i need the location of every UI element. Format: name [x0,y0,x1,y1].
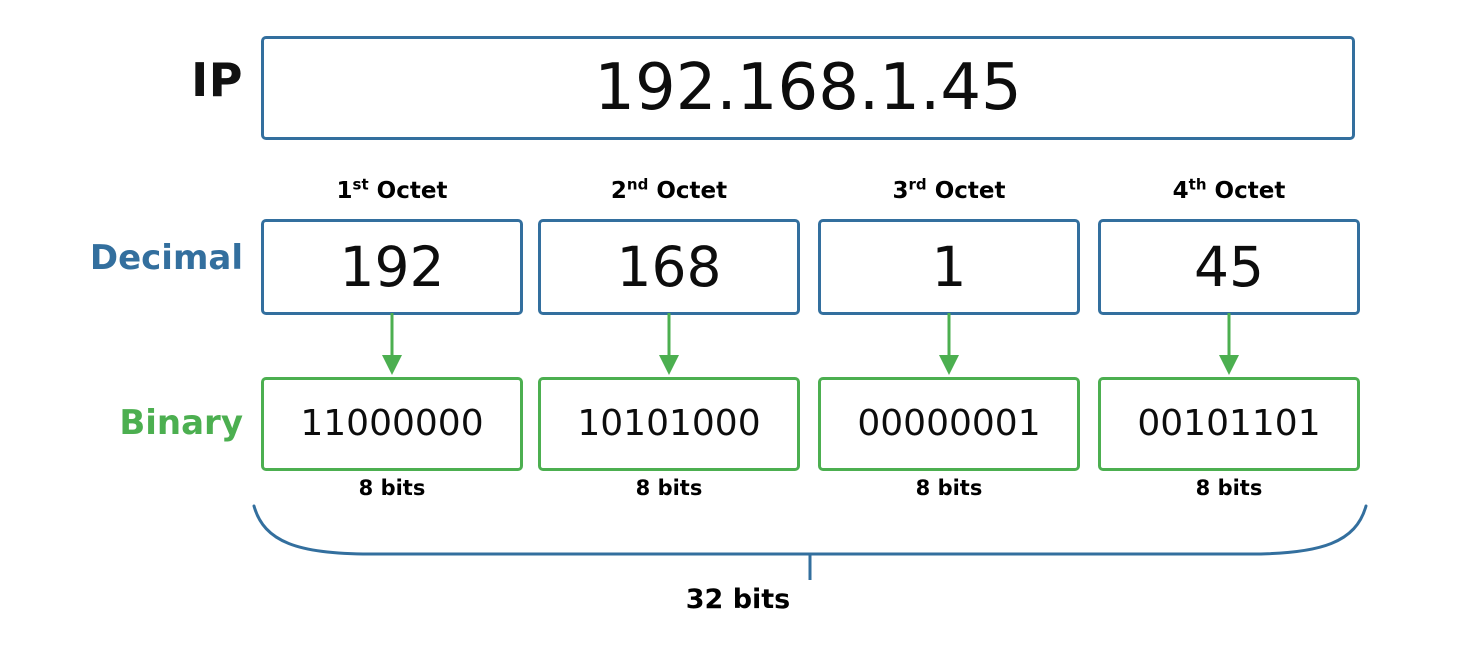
decimal-value-3: 1 [931,234,967,299]
binary-box-2: 10101000 [538,377,800,471]
bits-label-1: 8 bits [358,476,426,500]
octet-ordinal-suffix-1: st [352,175,369,194]
total-width-brace [252,504,1368,580]
decimal-box-2: 168 [538,219,800,315]
octet-ordinal-suffix-3: rd [908,175,927,194]
down-arrow-icon-3 [939,313,959,375]
octet-title-3: 3rd Octet [818,177,1080,204]
ip-row-label: IP [191,53,243,107]
octet-ordinal-1: 1 [336,178,353,204]
binary-value-2: 10101000 [577,403,761,444]
binary-box-1: 11000000 [261,377,523,471]
binary-row-label: Binary [119,403,243,443]
binary-value-3: 00000001 [857,403,1041,444]
octet-title-1: 1st Octet [261,177,523,204]
total-bits-label: 32 bits [685,584,791,615]
ip-address-value: 192.168.1.45 [594,51,1022,125]
bits-label-2: 8 bits [635,476,703,500]
down-arrow-icon-4 [1219,313,1239,375]
binary-box-3: 00000001 [818,377,1080,471]
decimal-value-1: 192 [339,234,445,299]
octet-word-3: Octet [934,178,1006,204]
octet-ordinal-suffix-4: th [1188,175,1207,194]
octet-ordinal-3: 3 [892,178,909,204]
binary-value-1: 11000000 [300,403,484,444]
octet-column-4: 4th Octet 45 00101101 8 bits [1098,0,1360,662]
decimal-row-label: Decimal [89,238,243,278]
octet-ordinal-4: 4 [1172,178,1189,204]
decimal-value-2: 168 [616,234,722,299]
binary-box-4: 00101101 [1098,377,1360,471]
decimal-box-1: 192 [261,219,523,315]
octet-column-2: 2nd Octet 168 10101000 8 bits [538,0,800,662]
octet-word-4: Octet [1214,178,1286,204]
decimal-box-4: 45 [1098,219,1360,315]
decimal-box-3: 1 [818,219,1080,315]
ip-address-box: 192.168.1.45 [261,36,1355,140]
octet-ordinal-suffix-2: nd [626,175,649,194]
octet-title-2: 2nd Octet [538,177,800,204]
binary-value-4: 00101101 [1137,403,1321,444]
bits-label-4: 8 bits [1195,476,1263,500]
octet-ordinal-2: 2 [610,178,627,204]
octet-title-4: 4th Octet [1098,177,1360,204]
decimal-value-4: 45 [1194,234,1264,299]
bits-label-3: 8 bits [915,476,983,500]
octet-word-1: Octet [376,178,448,204]
octet-column-1: 1st Octet 192 11000000 8 bits [261,0,523,662]
down-arrow-icon-1 [382,313,402,375]
down-arrow-icon-2 [659,313,679,375]
octet-word-2: Octet [656,178,728,204]
octet-column-3: 3rd Octet 1 00000001 8 bits [818,0,1080,662]
